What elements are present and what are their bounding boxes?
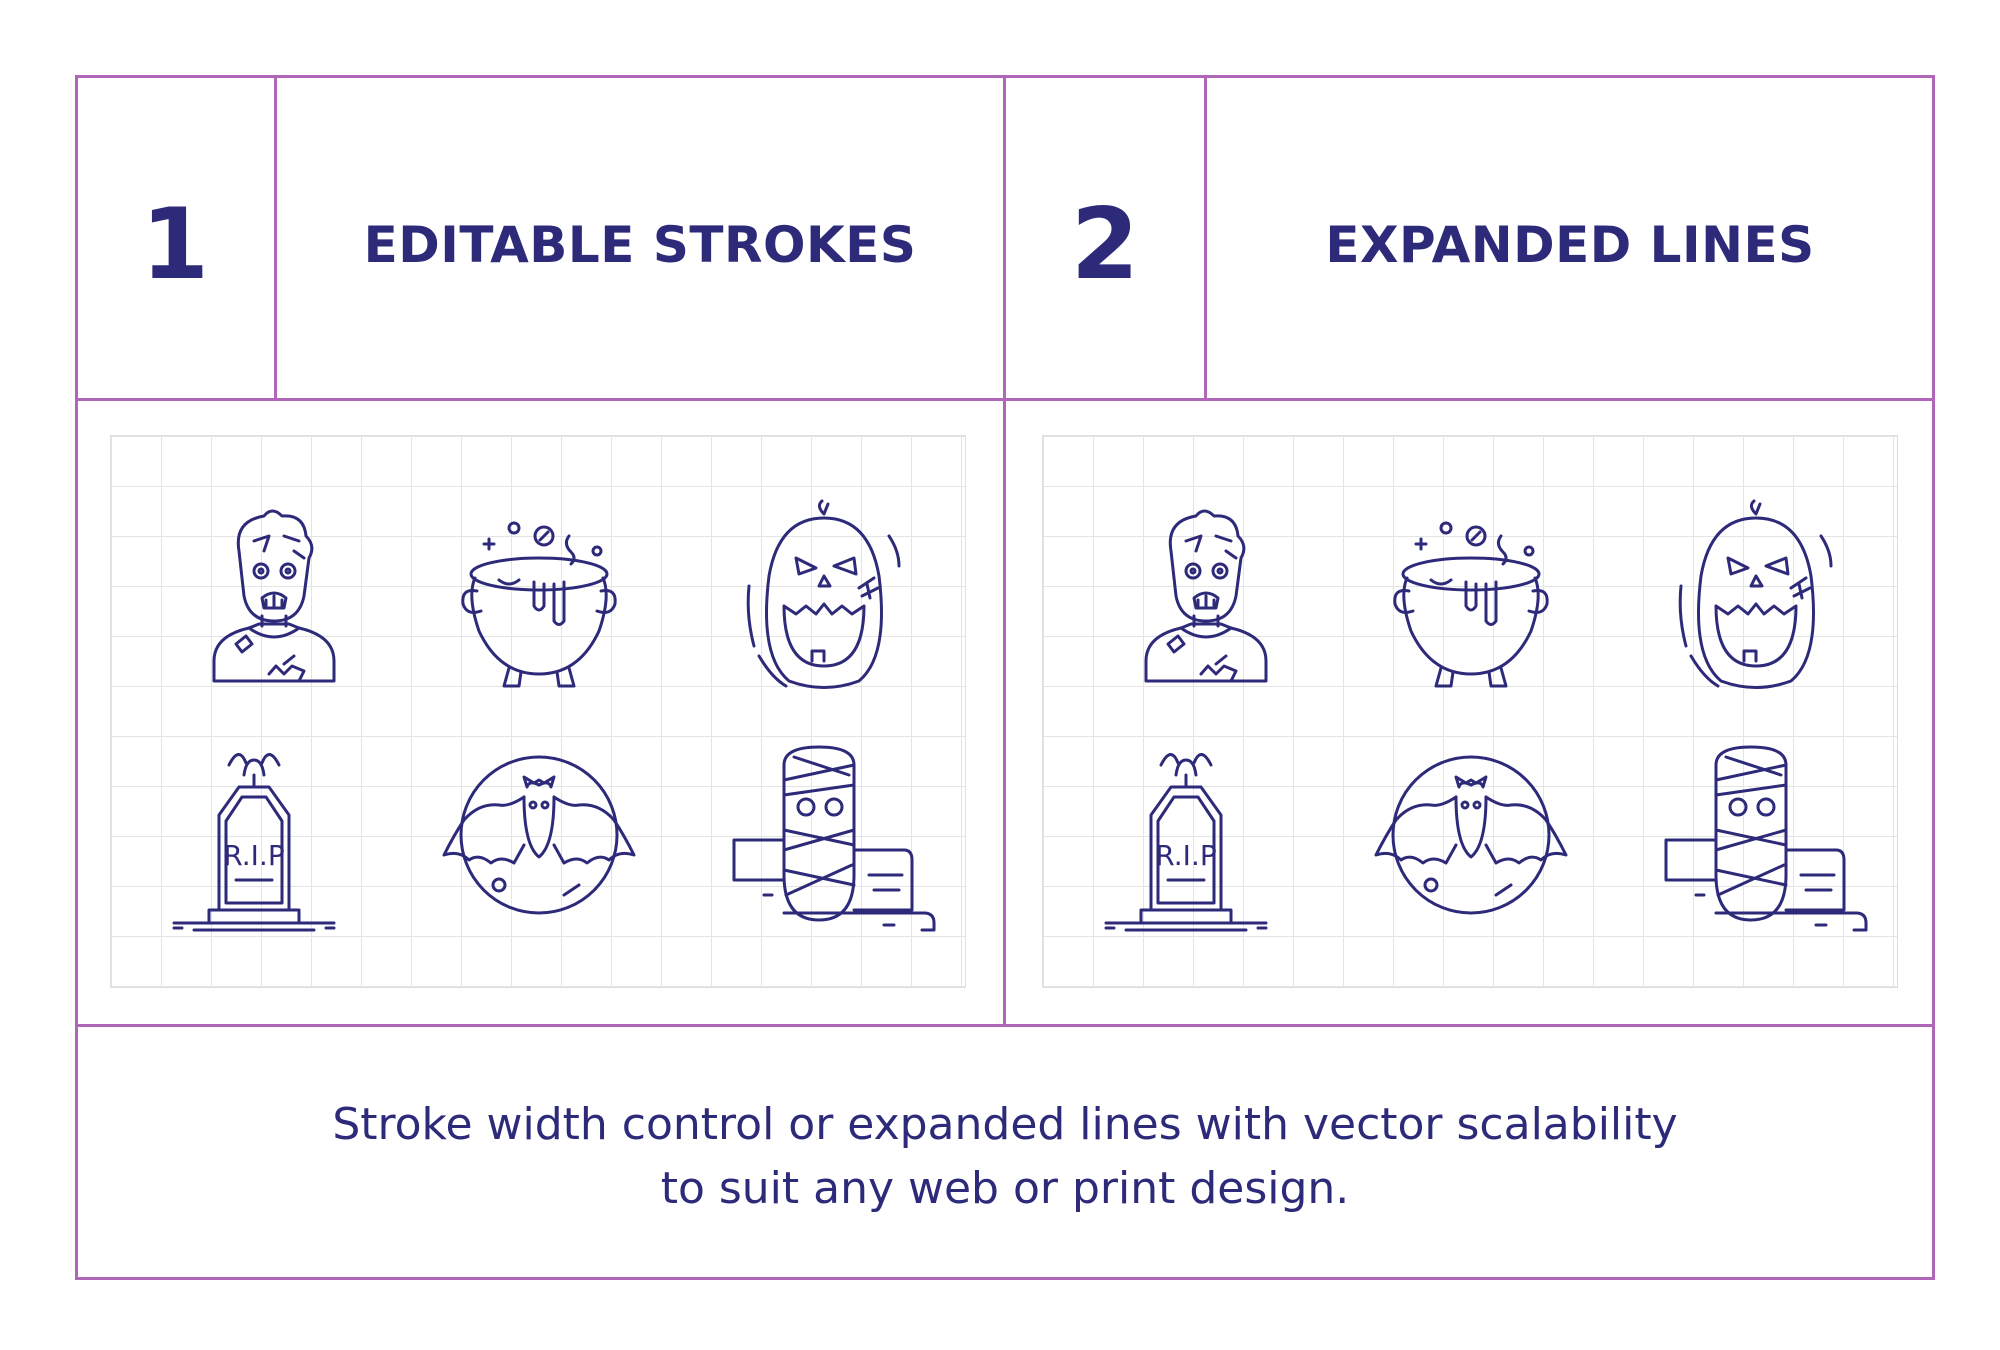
gravestone-icon: R.I.P <box>1086 735 1286 935</box>
cauldron-icon-graphic <box>461 521 617 688</box>
section-title-expanded-lines: EXPANDED LINES <box>1325 216 1815 274</box>
cauldron-icon-graphic <box>1393 521 1549 688</box>
section-title-editable-strokes: EDITABLE STROKES <box>363 216 917 274</box>
mummy-icon-graphic <box>1664 745 1868 932</box>
zombie-icon-graphic <box>212 509 336 683</box>
mummy-icon <box>1656 735 1868 935</box>
zombie-icon <box>1086 496 1286 696</box>
pumpkin-icon <box>1656 496 1856 696</box>
mummy-icon <box>724 735 936 935</box>
gravestone-text: R.I.P <box>1155 839 1216 872</box>
bat-moon-icon-graphic <box>1374 755 1568 915</box>
zombie-icon <box>154 496 354 696</box>
gravestone-icon: R.I.P <box>154 735 354 935</box>
cauldron-icon <box>1371 496 1571 696</box>
caption-line-2: to suit any web or print design. <box>660 1163 1350 1214</box>
pumpkin-icon-graphic <box>1678 499 1833 689</box>
cauldron-icon <box>439 496 639 696</box>
bat-moon-icon <box>439 735 639 935</box>
pumpkin-icon <box>724 496 924 696</box>
mummy-icon-graphic <box>732 745 936 932</box>
divider-vertical-center <box>1003 75 1006 1025</box>
zombie-icon-graphic <box>1144 509 1268 683</box>
gravestone-icon-graphic: R.I.P <box>1104 753 1268 932</box>
section-number-1: 1 <box>140 188 210 302</box>
divider-footer <box>75 1024 1935 1027</box>
pumpkin-icon-graphic <box>746 499 901 689</box>
divider-header <box>75 398 1935 401</box>
caption-line-1: Stroke width control or expanded lines w… <box>332 1099 1678 1150</box>
divider-number-2 <box>1204 75 1207 400</box>
gravestone-text: R.I.P <box>223 839 284 872</box>
bat-moon-icon-graphic <box>442 755 636 915</box>
section-number-2: 2 <box>1070 188 1140 302</box>
bat-moon-icon <box>1371 735 1571 935</box>
caption: Stroke width control or expanded lines w… <box>75 1093 1935 1221</box>
gravestone-icon-graphic: R.I.P <box>172 753 336 932</box>
divider-number-1 <box>274 75 277 400</box>
